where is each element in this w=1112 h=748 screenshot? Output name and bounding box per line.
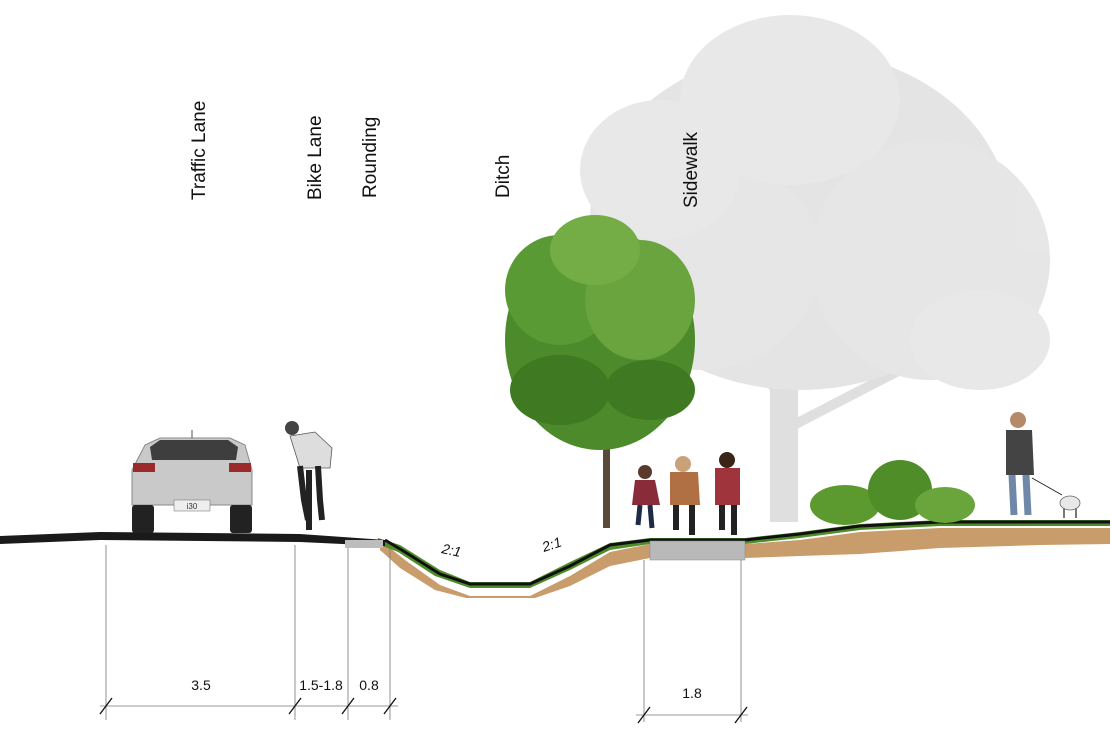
shrubs — [810, 460, 975, 525]
label-traffic-lane: Traffic Lane — [189, 101, 210, 200]
road-surface — [0, 532, 385, 548]
sidewalk-paver — [649, 540, 746, 561]
dimension-lines — [99, 545, 748, 724]
dim-bike-lane: 1.5-1.8 — [299, 677, 343, 693]
background-tree — [580, 15, 1050, 522]
car-badge: i30 — [187, 502, 198, 511]
foreground-tree — [505, 215, 695, 528]
label-ditch: Ditch — [493, 155, 514, 198]
dim-sidewalk: 1.8 — [682, 685, 702, 701]
label-rounding: Rounding — [360, 117, 381, 198]
dim-rounding: 0.8 — [359, 677, 379, 693]
label-sidewalk: Sidewalk — [681, 131, 702, 208]
slope-left: 2:1 — [439, 540, 462, 560]
cyclist-icon — [285, 421, 333, 530]
soil-profile — [380, 528, 1110, 598]
terrain-line — [384, 520, 1110, 586]
children-icon — [632, 452, 740, 535]
label-bike-lane: Bike Lane — [305, 115, 326, 200]
car-icon: i30 — [131, 430, 253, 533]
dim-traffic-lane: 3.5 — [191, 677, 211, 693]
pedestrian-dog-icon — [1006, 412, 1081, 518]
slope-right: 2:1 — [539, 534, 563, 556]
